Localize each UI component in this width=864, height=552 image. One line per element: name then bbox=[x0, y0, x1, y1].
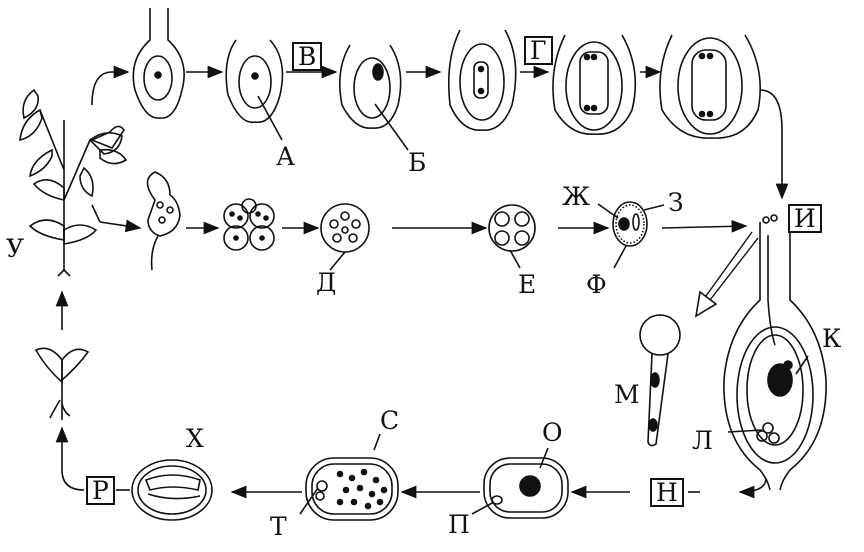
ovule-stage-1 bbox=[132, 8, 185, 119]
label-U: У bbox=[6, 234, 25, 263]
label-E: Е bbox=[518, 270, 537, 299]
label-V: В bbox=[292, 42, 323, 71]
label-P: П bbox=[448, 510, 470, 539]
ovule-stage-5 bbox=[552, 34, 637, 135]
endosperm-seed bbox=[305, 457, 399, 521]
pollen-mother-cells bbox=[320, 203, 370, 253]
zygote-ovule bbox=[483, 457, 569, 519]
anther-section bbox=[223, 198, 275, 251]
label-O: О bbox=[542, 418, 563, 447]
label-N: Н bbox=[650, 478, 684, 507]
label-M: М bbox=[614, 380, 640, 409]
label-G: Г bbox=[524, 36, 553, 65]
tetrads bbox=[488, 204, 536, 252]
pistil bbox=[723, 214, 827, 491]
germinating-pollen bbox=[639, 314, 681, 447]
stamen bbox=[146, 171, 181, 271]
seedling bbox=[34, 347, 90, 420]
label-S: С bbox=[380, 406, 400, 435]
label-D: Д bbox=[316, 268, 337, 297]
ovule-stage-2 bbox=[225, 39, 284, 124]
label-L: Л bbox=[692, 426, 713, 455]
ovule-stage-6 bbox=[659, 34, 761, 139]
label-Z: З bbox=[668, 188, 684, 217]
pollen-grain bbox=[612, 201, 648, 247]
label-B: Б bbox=[408, 148, 427, 177]
label-X: Х bbox=[186, 424, 204, 453]
mature-seed bbox=[131, 459, 213, 521]
label-I: И bbox=[788, 204, 822, 233]
label-A: А bbox=[276, 142, 295, 171]
ovule-stage-3 bbox=[339, 44, 402, 129]
label-K: К bbox=[822, 324, 842, 353]
ovule-stage-4 bbox=[447, 29, 517, 131]
label-R: Р bbox=[86, 476, 115, 505]
label-F: Ф bbox=[586, 270, 607, 299]
label-T: Т bbox=[270, 512, 287, 541]
flowering-plant bbox=[19, 88, 128, 277]
label-Zh: Ж bbox=[562, 182, 591, 211]
